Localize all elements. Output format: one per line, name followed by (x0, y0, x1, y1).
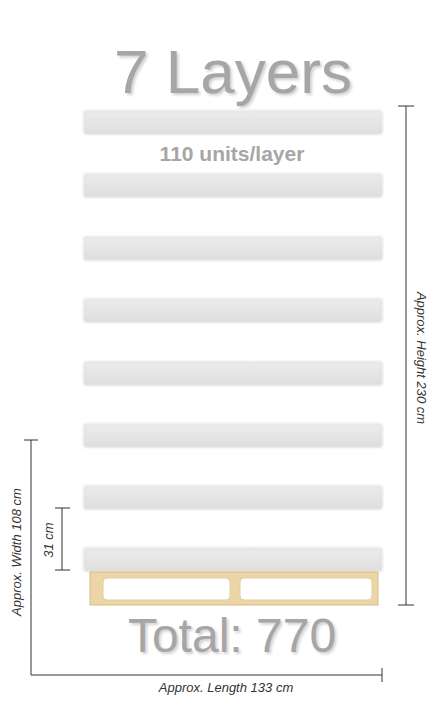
dimension-label: 31 cm (42, 522, 56, 557)
layer-bar (84, 486, 382, 509)
dimension-label: Approx. Height 230 cm (414, 292, 428, 424)
units-label: 110 units/layer (160, 142, 305, 165)
layer-bar (84, 174, 382, 197)
pallet-opening (240, 578, 372, 600)
layer-bar (84, 424, 382, 447)
dimension-tick (398, 605, 414, 606)
dimension-tick (55, 570, 70, 571)
dimension-tick (24, 440, 38, 441)
height-dimension-line (406, 106, 407, 605)
pallet (90, 572, 378, 605)
width-dimension-line (31, 440, 32, 675)
layer-bar (84, 362, 382, 385)
title-heading: 7 Layers (114, 38, 352, 106)
layer-bar (84, 548, 382, 571)
dimension-tick (382, 668, 383, 682)
dimension-tick (398, 106, 414, 107)
dimension-tick (55, 508, 70, 509)
dimension-lines (24, 106, 414, 682)
layer-bars (84, 111, 382, 571)
pallet-opening (103, 578, 230, 600)
length-dimension-line (31, 675, 382, 676)
total-caption: Total: 770 (128, 610, 336, 663)
thickness-dimension-line (62, 508, 63, 570)
pallet-body (90, 572, 378, 605)
layer-bar (84, 237, 382, 260)
layer-bar (84, 111, 382, 134)
layer-bar (84, 299, 382, 322)
dimension-label: Approx. Width 108 cm (10, 488, 24, 616)
dimension-label: Approx. Length 133 cm (159, 681, 293, 695)
